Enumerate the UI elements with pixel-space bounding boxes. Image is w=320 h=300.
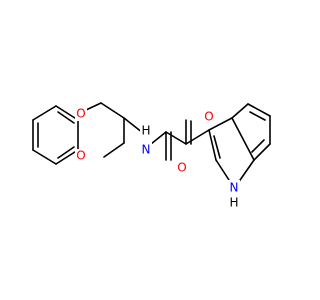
atom-o-keto-bg (203, 110, 215, 124)
bond-indole-benzo-2 (247, 103, 271, 117)
bond-ch2-ch (100, 102, 125, 119)
bond-indole-benzo-inner-1 (249, 111, 266, 121)
bond-cketo-c3 (185, 129, 210, 145)
atom-n-indole-bg (228, 180, 240, 214)
atom-h-amide: H (141, 124, 150, 138)
atom-o-ring-bottom-bg (75, 149, 87, 163)
bond-indole-benzo-inner-2 (251, 139, 265, 153)
atom-o-amide: O (177, 161, 186, 175)
atom-n-indole: N (230, 181, 239, 195)
bond-benzo-inner-2 (57, 146, 75, 159)
atom-o-ring-top-bg (75, 107, 87, 121)
bond-c3-c3a (208, 117, 233, 131)
bond-indole-benzo-4 (253, 143, 271, 161)
atom-o-amide-bg (176, 161, 188, 175)
bond-ch2b-o (103, 142, 125, 158)
bond-ch-ch2-linker (123, 117, 144, 134)
bond-c3-c2-inner (213, 135, 221, 159)
atom-o-ring-top: O (76, 107, 85, 121)
bond-benzo-5 (55, 105, 79, 121)
structure-canvas: O O H N O O N H (32, 102, 271, 214)
atom-h-indole: H (229, 196, 238, 210)
atom-o-keto: O (204, 110, 213, 124)
bond-benzo-3 (55, 149, 79, 165)
bond-benzo-2 (32, 149, 57, 165)
bond-n-c7a (237, 159, 255, 184)
bond-benzo-inner-3 (57, 111, 75, 124)
molecule-diagram: O O H N O O N H (32, 102, 271, 214)
atom-label-layer: O O H N O O N H (75, 107, 240, 214)
bond-c3-c2 (208, 129, 217, 161)
atom-n-amide-bg (140, 126, 152, 160)
bond-camide-cketo (165, 131, 187, 145)
bond-c7a-c3a (231, 117, 255, 161)
bond-indole-benzo-1 (231, 103, 249, 119)
bond-layer (32, 102, 271, 184)
bond-n-c-amide (150, 131, 167, 145)
bond-benzo-6 (32, 105, 57, 121)
bond-c2-n (215, 159, 230, 181)
atom-o-ring-bottom: O (76, 149, 85, 163)
atom-n-amide: N (142, 143, 151, 157)
bond-o-ch2 (85, 102, 102, 111)
